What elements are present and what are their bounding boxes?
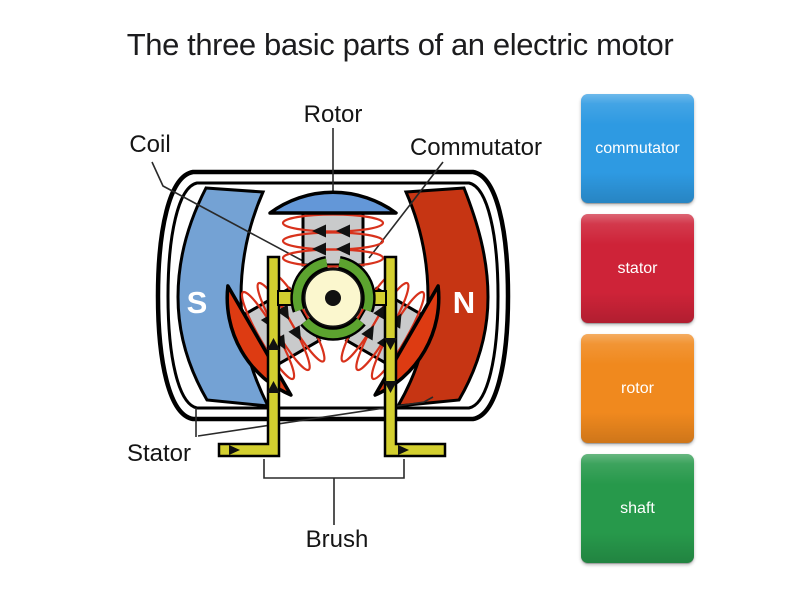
callout-stator: Stator xyxy=(127,440,191,467)
answer-chip-rotor[interactable]: rotor xyxy=(581,334,694,443)
callout-coil: Coil xyxy=(129,131,170,158)
answer-chip-commutator[interactable]: commutator xyxy=(581,94,694,203)
south-pole-label: S xyxy=(187,285,208,320)
brush-left xyxy=(217,255,294,458)
callout-rotor: Rotor xyxy=(304,101,363,128)
commutator-pointer-line xyxy=(368,161,444,259)
motor-diagram: S N xyxy=(110,95,570,560)
commutator-ring xyxy=(292,258,374,339)
answer-chip-stator[interactable]: stator xyxy=(581,214,694,323)
callout-commutator: Commutator xyxy=(410,134,542,161)
north-pole-label: N xyxy=(453,285,475,320)
brush-pointer-line xyxy=(263,459,405,525)
shaft-center-dot xyxy=(325,290,341,306)
answer-chip-shaft[interactable]: shaft xyxy=(581,454,694,563)
callout-brush: Brush xyxy=(306,526,369,553)
housing-inner xyxy=(166,181,500,410)
coil-pointer-line xyxy=(151,161,304,262)
brush-right xyxy=(370,255,447,458)
page-title: The three basic parts of an electric mot… xyxy=(126,27,674,62)
answer-list: commutator stator rotor shaft xyxy=(581,94,694,563)
